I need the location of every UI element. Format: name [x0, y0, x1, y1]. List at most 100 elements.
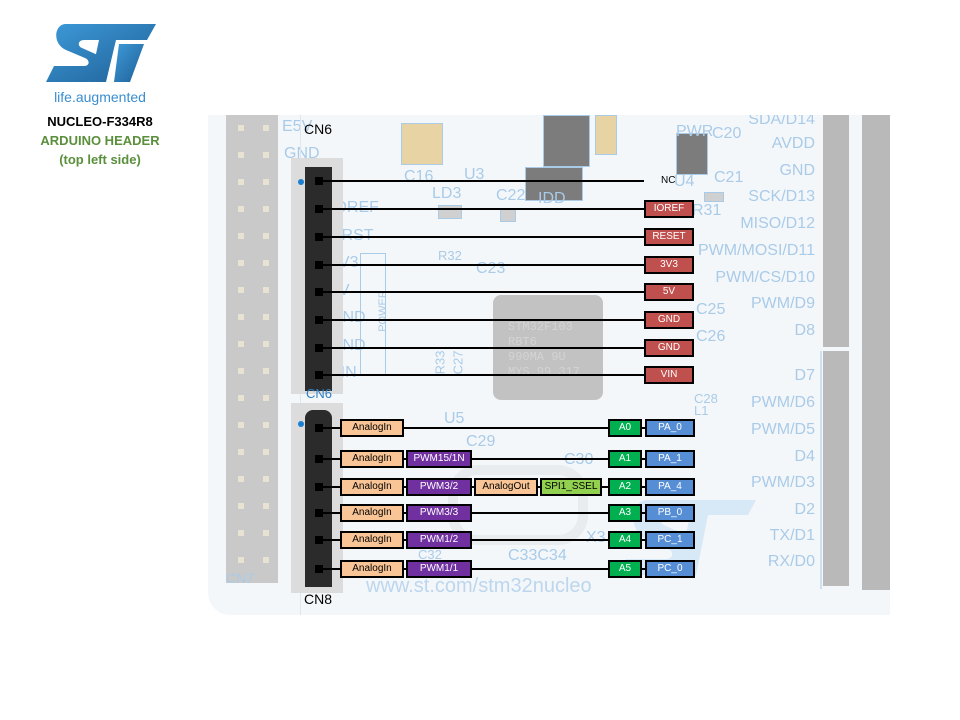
header-title: ARDUINO HEADER [40, 133, 160, 148]
chip-line-4: MYS 99 317 [508, 365, 581, 379]
component-c16 [401, 123, 443, 165]
cn8-wire [319, 539, 645, 541]
silk-e5v: E5V [282, 118, 313, 135]
analog-in-tag: AnalogIn [340, 478, 404, 496]
chip-line-3: 990MA 9U [508, 350, 566, 364]
power-pin-tag: GND [644, 339, 694, 357]
port-pin-tag: PC_1 [645, 531, 695, 549]
silk-c16: C16 [404, 168, 434, 185]
morpho-pin [238, 341, 244, 347]
component-u4 [676, 133, 708, 175]
cn9-outline [820, 351, 822, 589]
morpho-pin [238, 395, 244, 401]
pwm-function-tag: PWM3/2 [406, 478, 472, 496]
cn6-header-body [305, 167, 332, 391]
morpho-pin [238, 422, 244, 428]
silk-right-label: SDA/D14 [748, 115, 815, 128]
cn6-wire [319, 264, 645, 266]
analog-in-tag: AnalogIn [340, 450, 404, 468]
silk-right-label: AVDD [771, 135, 815, 152]
component-c22 [500, 208, 516, 222]
morpho-pin [238, 233, 244, 239]
morpho-header-cn7 [226, 115, 278, 583]
silk-ld3: LD3 [432, 185, 462, 202]
power-pin-tag: VIN [644, 366, 694, 384]
silk-l1: L1 [694, 403, 709, 418]
tagline-augmented: augmented [75, 89, 146, 105]
morpho-pin [263, 152, 269, 158]
morpho-pin [263, 125, 269, 131]
component-jp6 [525, 167, 583, 201]
arduino-pin-tag: A5 [608, 560, 642, 578]
morpho-pin [238, 179, 244, 185]
silk-right-label: TX/D1 [769, 527, 815, 544]
cn6-wire [319, 208, 645, 210]
power-pin-tag: RESET [644, 228, 694, 246]
mcu-markings: STM32F103 RBT6 990MA 9U MYS 99 317 [508, 320, 580, 380]
morpho-pin [263, 476, 269, 482]
cn8-wire [319, 427, 645, 429]
silk-c20: C20 [712, 125, 742, 142]
tagline-life: life [54, 89, 72, 105]
morpho-pin [238, 557, 244, 563]
silk-u4: U4 [674, 173, 695, 190]
cn8-wire [319, 512, 645, 514]
silk-u5: U5 [444, 410, 465, 427]
cn6-label: CN6 [304, 121, 333, 137]
cn6-wire [319, 347, 645, 349]
silk-right-label: PWM/CS/D10 [715, 269, 815, 286]
analog-in-tag: AnalogIn [340, 531, 404, 549]
silk-right-label: GND [779, 162, 815, 179]
morpho-pin [238, 476, 244, 482]
silk-right-label: D7 [794, 367, 815, 384]
power-pin-tag: 5V [644, 283, 694, 301]
silk-c25: C25 [696, 301, 726, 318]
component-u3 [543, 115, 590, 167]
chip-line-1: STM32F103 [508, 320, 573, 334]
component-tan2 [595, 115, 617, 155]
morpho-pin [238, 260, 244, 266]
morpho-pin [263, 341, 269, 347]
analog-in-tag: AnalogIn [340, 560, 404, 578]
morpho-pin [263, 314, 269, 320]
silk-x3: X3 [586, 529, 606, 546]
silk-r33: R33 [432, 350, 448, 375]
port-pin-tag: PC_0 [645, 560, 695, 578]
silk-c29: C29 [466, 433, 496, 450]
silk-right-label: D8 [794, 322, 815, 339]
silk-right-label: MISO/D12 [740, 215, 815, 232]
cn6-bottom-silk: CN6 [306, 386, 333, 401]
cn6-wire [319, 291, 645, 293]
morpho-pin [238, 503, 244, 509]
morpho-pin [238, 368, 244, 374]
cn6-wire [319, 180, 644, 182]
port-pin-tag: PA_1 [645, 450, 695, 468]
right-header-cn5 [823, 115, 849, 347]
right-morpho-cn10 [862, 115, 890, 590]
morpho-pin [263, 179, 269, 185]
cn8-label: CN8 [304, 591, 333, 607]
cn8-pin1-marker [298, 421, 304, 427]
morpho-pin [238, 125, 244, 131]
silk-gnd: GND [284, 145, 320, 162]
morpho-pin [238, 287, 244, 293]
silk-c28: C28 [694, 391, 718, 406]
silk-right-label: PWM/MOSI/D11 [697, 242, 815, 259]
morpho-pin [263, 422, 269, 428]
morpho-pin [263, 233, 269, 239]
st-logo-icon [46, 24, 156, 82]
analog-in-tag: AnalogIn [340, 504, 404, 522]
morpho-pin [263, 557, 269, 563]
pwm-function-tag: PWM15/1N [406, 450, 472, 468]
port-pin-tag: PA_4 [645, 478, 695, 496]
nc-label: NC [661, 175, 676, 186]
morpho-pin [238, 530, 244, 536]
board-name: NUCLEO-F334R8 [47, 114, 153, 129]
analog-in-tag: AnalogIn [340, 419, 404, 437]
arduino-pin-tag: A4 [608, 531, 642, 549]
power-pin-tag: 3V3 [644, 256, 694, 274]
analog-function-tag: AnalogOut [474, 478, 538, 496]
cn8-wire [319, 458, 645, 460]
morpho-pin [238, 206, 244, 212]
morpho-pin [263, 368, 269, 374]
